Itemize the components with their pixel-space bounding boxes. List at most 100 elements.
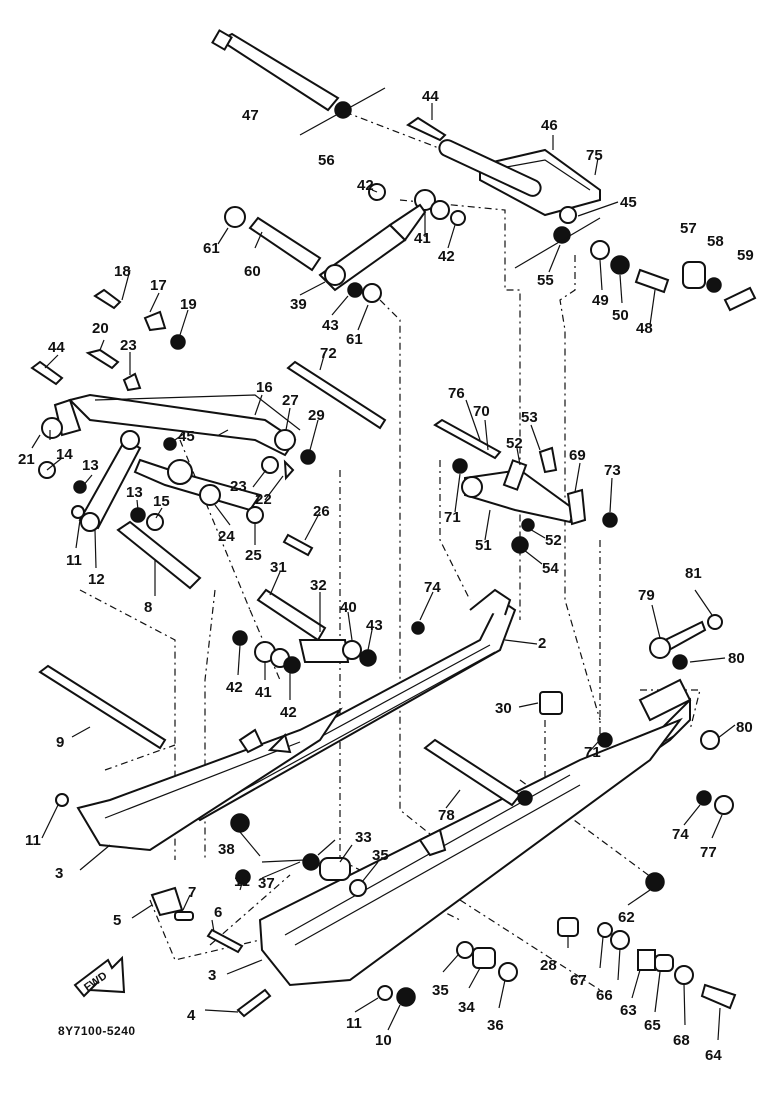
callout: 54 xyxy=(542,560,559,577)
callout: 71 xyxy=(584,744,601,761)
callout: 58 xyxy=(707,233,724,250)
callout: 5 xyxy=(113,912,121,929)
callout: 37 xyxy=(258,875,275,892)
callout: 47 xyxy=(242,107,259,124)
callout: 81 xyxy=(685,565,702,582)
callout: 45 xyxy=(620,194,637,211)
callout: 10 xyxy=(375,1032,392,1049)
callout: 26 xyxy=(313,503,330,520)
callout: 24 xyxy=(218,528,235,545)
callout: 49 xyxy=(592,292,609,309)
callout: 3 xyxy=(55,865,63,882)
callout: 4 xyxy=(187,1007,196,1024)
part-31-shaft xyxy=(256,588,327,642)
part-46-bracket xyxy=(479,148,601,217)
callout: 74 xyxy=(672,826,689,843)
callout: 11 xyxy=(25,832,41,849)
callout: 74 xyxy=(424,579,441,596)
callout: 69 xyxy=(569,447,586,464)
part-44-bolt xyxy=(406,116,447,142)
callout: 21 xyxy=(18,451,35,468)
callout: 29 xyxy=(308,407,325,424)
fwd-arrow: FWD xyxy=(73,955,126,998)
callout: 42 xyxy=(280,704,297,721)
callout: 6 xyxy=(214,904,222,921)
callout: 60 xyxy=(244,263,261,280)
part-3-right-runner xyxy=(258,717,683,987)
part-47-upper-shaft xyxy=(217,32,340,112)
callout: 40 xyxy=(340,599,357,616)
callout: 11 xyxy=(234,873,250,890)
callout: 20 xyxy=(92,320,109,337)
callout-labels: 2 3 3 4 5 6 7 8 9 10 11 11 11 11 12 13 1… xyxy=(18,88,754,1064)
callout: 23 xyxy=(230,478,247,495)
callout: 41 xyxy=(255,684,272,701)
callout: 78 xyxy=(438,807,455,824)
callout: 15 xyxy=(153,493,170,510)
callout: 63 xyxy=(620,1002,637,1019)
part-9-bolt xyxy=(38,664,167,750)
callout: 61 xyxy=(346,331,363,348)
callout: 39 xyxy=(290,296,307,313)
callout: 79 xyxy=(638,587,655,604)
callout: 12 xyxy=(88,571,105,588)
callout: 80 xyxy=(728,650,745,667)
drawing-code: 8Y7100-5240 xyxy=(58,1024,136,1038)
callout: 36 xyxy=(487,1017,504,1034)
callout: 46 xyxy=(541,117,558,134)
callout: 76 xyxy=(448,385,465,402)
callout: 45 xyxy=(178,428,195,445)
callout: 75 xyxy=(586,147,603,164)
callout: 33 xyxy=(355,829,372,846)
callout: 11 xyxy=(66,552,82,569)
callout: 13 xyxy=(126,484,143,501)
callout: 51 xyxy=(475,537,492,554)
callout: 70 xyxy=(473,403,490,420)
callout: 7 xyxy=(188,884,196,901)
callout: 48 xyxy=(636,320,653,337)
callout: 72 xyxy=(320,345,337,362)
callout: 73 xyxy=(604,462,621,479)
callout: 66 xyxy=(596,987,613,1004)
callout: 59 xyxy=(737,247,754,264)
callout: 38 xyxy=(218,841,235,858)
callout: 31 xyxy=(270,559,287,576)
callout: 43 xyxy=(322,317,339,334)
callout: 23 xyxy=(120,337,137,354)
callout: 11 xyxy=(346,1015,362,1032)
part-76-bolt xyxy=(433,418,502,460)
callout: 42 xyxy=(357,177,374,194)
part-72-bolt xyxy=(286,360,387,430)
callout: 8 xyxy=(144,599,152,616)
callout: 16 xyxy=(256,379,273,396)
callout: 13 xyxy=(82,457,99,474)
callout: 52 xyxy=(545,532,562,549)
part-8-shaft xyxy=(116,520,202,590)
callout: 52 xyxy=(506,435,523,452)
part-60-rod xyxy=(248,216,322,272)
parts: FWD xyxy=(30,29,757,1018)
callout: 2 xyxy=(538,635,546,652)
callout: 56 xyxy=(318,152,335,169)
callout: 77 xyxy=(700,844,717,861)
callout: 35 xyxy=(432,982,449,999)
callout: 19 xyxy=(180,296,197,313)
callout: 27 xyxy=(282,392,299,409)
callout: 61 xyxy=(203,240,220,257)
callout: 32 xyxy=(310,577,327,594)
callout: 22 xyxy=(255,491,272,508)
callout: 44 xyxy=(422,88,439,105)
part-30-block xyxy=(539,691,563,715)
callout: 28 xyxy=(540,957,557,974)
callout: 17 xyxy=(150,277,167,294)
callout: 50 xyxy=(612,307,629,324)
callout: 42 xyxy=(226,679,243,696)
callout: 44 xyxy=(48,339,65,356)
callout: 68 xyxy=(673,1032,690,1049)
callout: 41 xyxy=(414,230,431,247)
callout: 9 xyxy=(56,734,64,751)
callout: 55 xyxy=(537,272,554,289)
callout: 67 xyxy=(570,972,587,989)
